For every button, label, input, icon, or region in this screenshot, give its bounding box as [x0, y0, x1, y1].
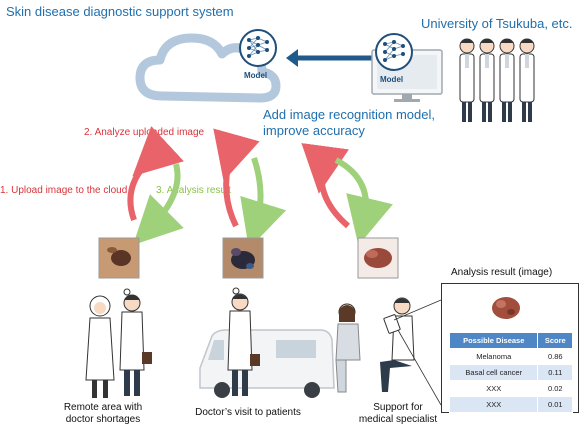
table-row: Basal cell cancer 0.11: [448, 364, 573, 381]
disease-score: 0.01: [537, 396, 573, 413]
disease-score: 0.86: [537, 348, 573, 365]
upload-arrow-remote: [127, 126, 184, 221]
caption-remote-area: Remote area with doctor shortages: [48, 402, 158, 426]
specialist-with-tablet-illustration: [380, 297, 415, 392]
analysis-result-card: Possible Disease Score Melanoma 0.86 Bas…: [441, 283, 579, 413]
model-upload-arrow: [286, 49, 372, 67]
step1-label: 1. Upload image to the cloud: [0, 185, 128, 196]
disease-name: Melanoma: [448, 348, 539, 365]
van-illustration: [199, 329, 335, 398]
tablet-to-result-connector: [393, 299, 442, 406]
table-row: XXX 0.01: [448, 396, 573, 413]
caption-specialist-support: Support for medical specialist: [348, 402, 448, 426]
neural-network-model-icon: [239, 29, 277, 67]
caption-doctor-visit: Doctor’s visit to patients: [195, 407, 301, 418]
university-label: University of Tsukuba, etc.: [421, 16, 573, 31]
column-header-disease: Possible Disease: [448, 332, 539, 349]
result-arrow-remote: [133, 163, 184, 245]
result-arrow-visit: [240, 157, 287, 249]
cloud-icon: [135, 33, 281, 103]
remote-area-doctor-illustration: [119, 288, 152, 396]
cloud-model-label: Model: [244, 71, 267, 80]
skin-image-visit: [222, 237, 264, 279]
step3-label: 3. Analysis result: [156, 185, 232, 196]
university-model-icon: [375, 33, 413, 71]
skin-image-specialist: [357, 237, 399, 279]
skin-image-remote: [98, 237, 140, 279]
result-skin-image: [486, 290, 526, 326]
analysis-result-title: Analysis result (image): [451, 267, 553, 278]
disease-score: 0.02: [537, 380, 573, 397]
disease-name: Basal cell cancer: [448, 364, 539, 381]
visiting-doctor-illustration: [227, 287, 260, 396]
system-title: Skin disease diagnostic support system: [6, 4, 234, 19]
specialist-exchange-arrow-red: [301, 143, 350, 229]
column-header-score: Score: [537, 332, 573, 349]
table-row: Melanoma 0.86: [448, 348, 573, 365]
university-researchers-illustration: [459, 38, 535, 122]
add-model-text-line1: Add image recognition model,: [263, 107, 435, 122]
disease-name: XXX: [448, 396, 539, 413]
result-table: Possible Disease Score Melanoma 0.86 Bas…: [448, 332, 573, 413]
result-table-header-row: Possible Disease Score: [448, 332, 573, 349]
patient-seated-illustration: [335, 303, 361, 393]
caption-remote-line1: Remote area with: [63, 402, 143, 413]
disease-name: XXX: [448, 380, 539, 397]
disease-score: 0.11: [537, 364, 573, 381]
remote-area-patient-illustration: [85, 295, 115, 398]
add-model-text-line2: improve accuracy: [263, 123, 365, 138]
caption-support-line2: medical specialist: [358, 414, 438, 425]
caption-remote-line2: doctor shortages: [65, 414, 141, 425]
specialist-exchange-arrow-green: [334, 157, 393, 246]
university-model-label: Model: [380, 75, 403, 84]
caption-support-line1: Support for: [373, 402, 423, 413]
table-row: XXX 0.02: [448, 380, 573, 397]
upload-arrow-visit: [213, 128, 260, 228]
